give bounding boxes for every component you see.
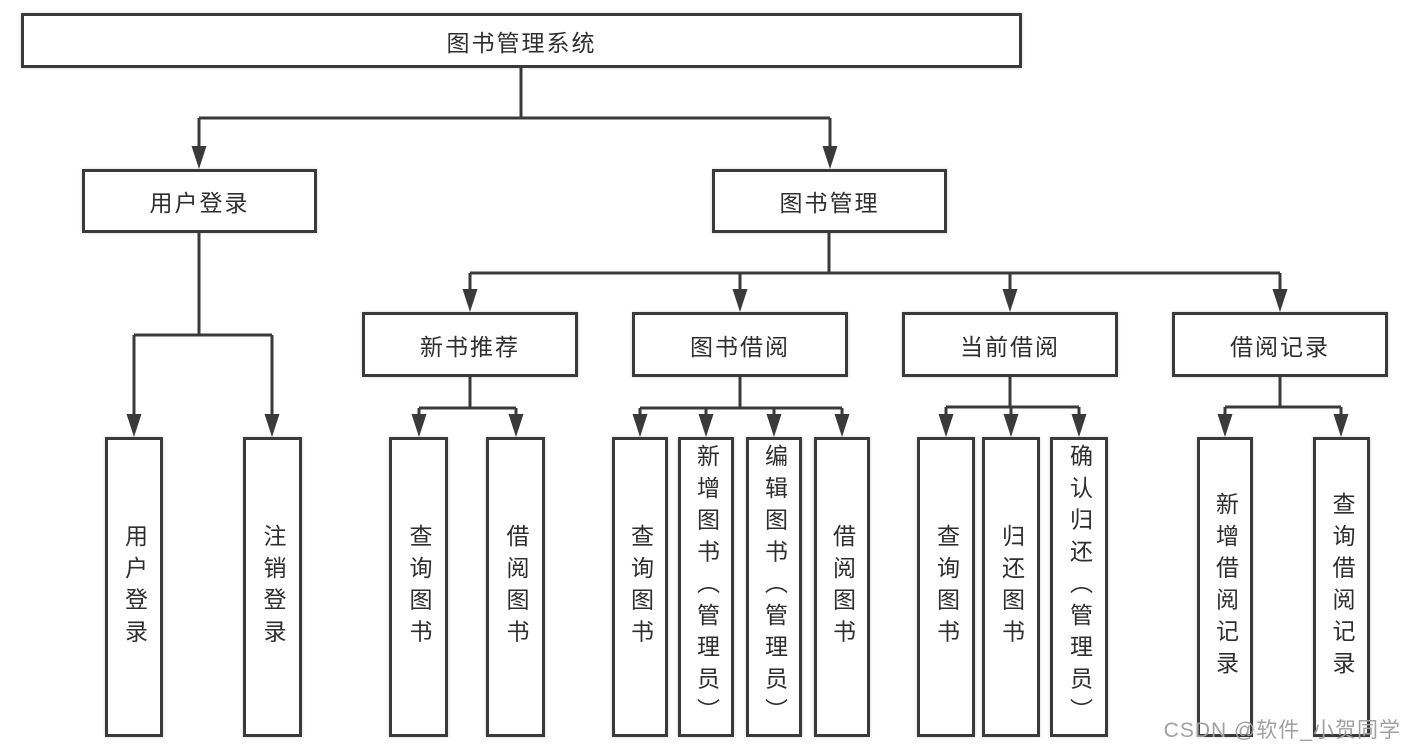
watermark: CSDN @软件_小贺同学	[1163, 719, 1401, 742]
leaf-current-query-books-label: 查询图书	[933, 523, 960, 651]
node-borrowing-records-label: 借阅记录	[1230, 333, 1330, 360]
leaf-user-login: 用户登录	[105, 437, 163, 737]
leaf-borrow-query-books: 查询图书	[612, 437, 668, 737]
leaf-records-query-record: 查询借阅记录	[1313, 437, 1370, 737]
leaf-logout-label: 注销登录	[260, 523, 286, 651]
node-current-borrowing: 当前借阅	[902, 312, 1118, 377]
node-borrowing-records: 借阅记录	[1172, 312, 1388, 377]
node-book-borrowing: 图书借阅	[632, 312, 848, 377]
leaf-borrow-add-books-label: 新增图书（管理员）	[693, 444, 720, 730]
leaf-borrow-borrow-books-label: 借阅图书	[829, 523, 856, 651]
node-current-borrowing-label: 当前借阅	[960, 333, 1060, 360]
node-book-borrowing-label: 图书借阅	[690, 333, 790, 360]
leaf-current-return-books: 归还图书	[982, 437, 1040, 737]
leaf-current-return-books-label: 归还图书	[998, 523, 1025, 651]
leaf-borrow-edit-books: 编辑图书（管理员）	[746, 437, 802, 737]
leaf-records-add-record: 新增借阅记录	[1197, 437, 1253, 737]
leaf-recommend-borrow-books-label: 借阅图书	[503, 523, 529, 651]
node-root: 图书管理系统	[21, 13, 1022, 68]
leaf-current-confirm-return: 确认归还（管理员）	[1050, 437, 1108, 737]
node-book-management-label: 图书管理	[779, 190, 880, 216]
node-new-book-recommend-label: 新书推荐	[420, 333, 520, 360]
leaf-records-query-record-label: 查询借阅记录	[1329, 491, 1355, 683]
leaf-recommend-query-books-label: 查询图书	[406, 523, 432, 651]
leaf-records-add-record-label: 新增借阅记录	[1212, 491, 1239, 683]
leaf-recommend-borrow-books: 借阅图书	[486, 437, 545, 737]
node-book-management: 图书管理	[712, 169, 947, 233]
node-new-book-recommend: 新书推荐	[362, 312, 578, 377]
leaf-borrow-query-books-label: 查询图书	[627, 523, 654, 651]
node-root-label: 图书管理系统	[446, 29, 597, 56]
node-user-login: 用户登录	[82, 169, 317, 233]
leaf-borrow-add-books: 新增图书（管理员）	[678, 437, 734, 737]
leaf-current-confirm-return-label: 确认归还（管理员）	[1066, 444, 1093, 730]
leaf-recommend-query-books: 查询图书	[389, 437, 448, 737]
leaf-borrow-edit-books-label: 编辑图书（管理员）	[761, 444, 788, 730]
leaf-borrow-borrow-books: 借阅图书	[814, 437, 870, 737]
leaf-logout: 注销登录	[243, 437, 302, 737]
leaf-current-query-books: 查询图书	[917, 437, 975, 737]
node-user-login-label: 用户登录	[149, 190, 250, 216]
leaf-user-login-label: 用户登录	[121, 523, 148, 651]
